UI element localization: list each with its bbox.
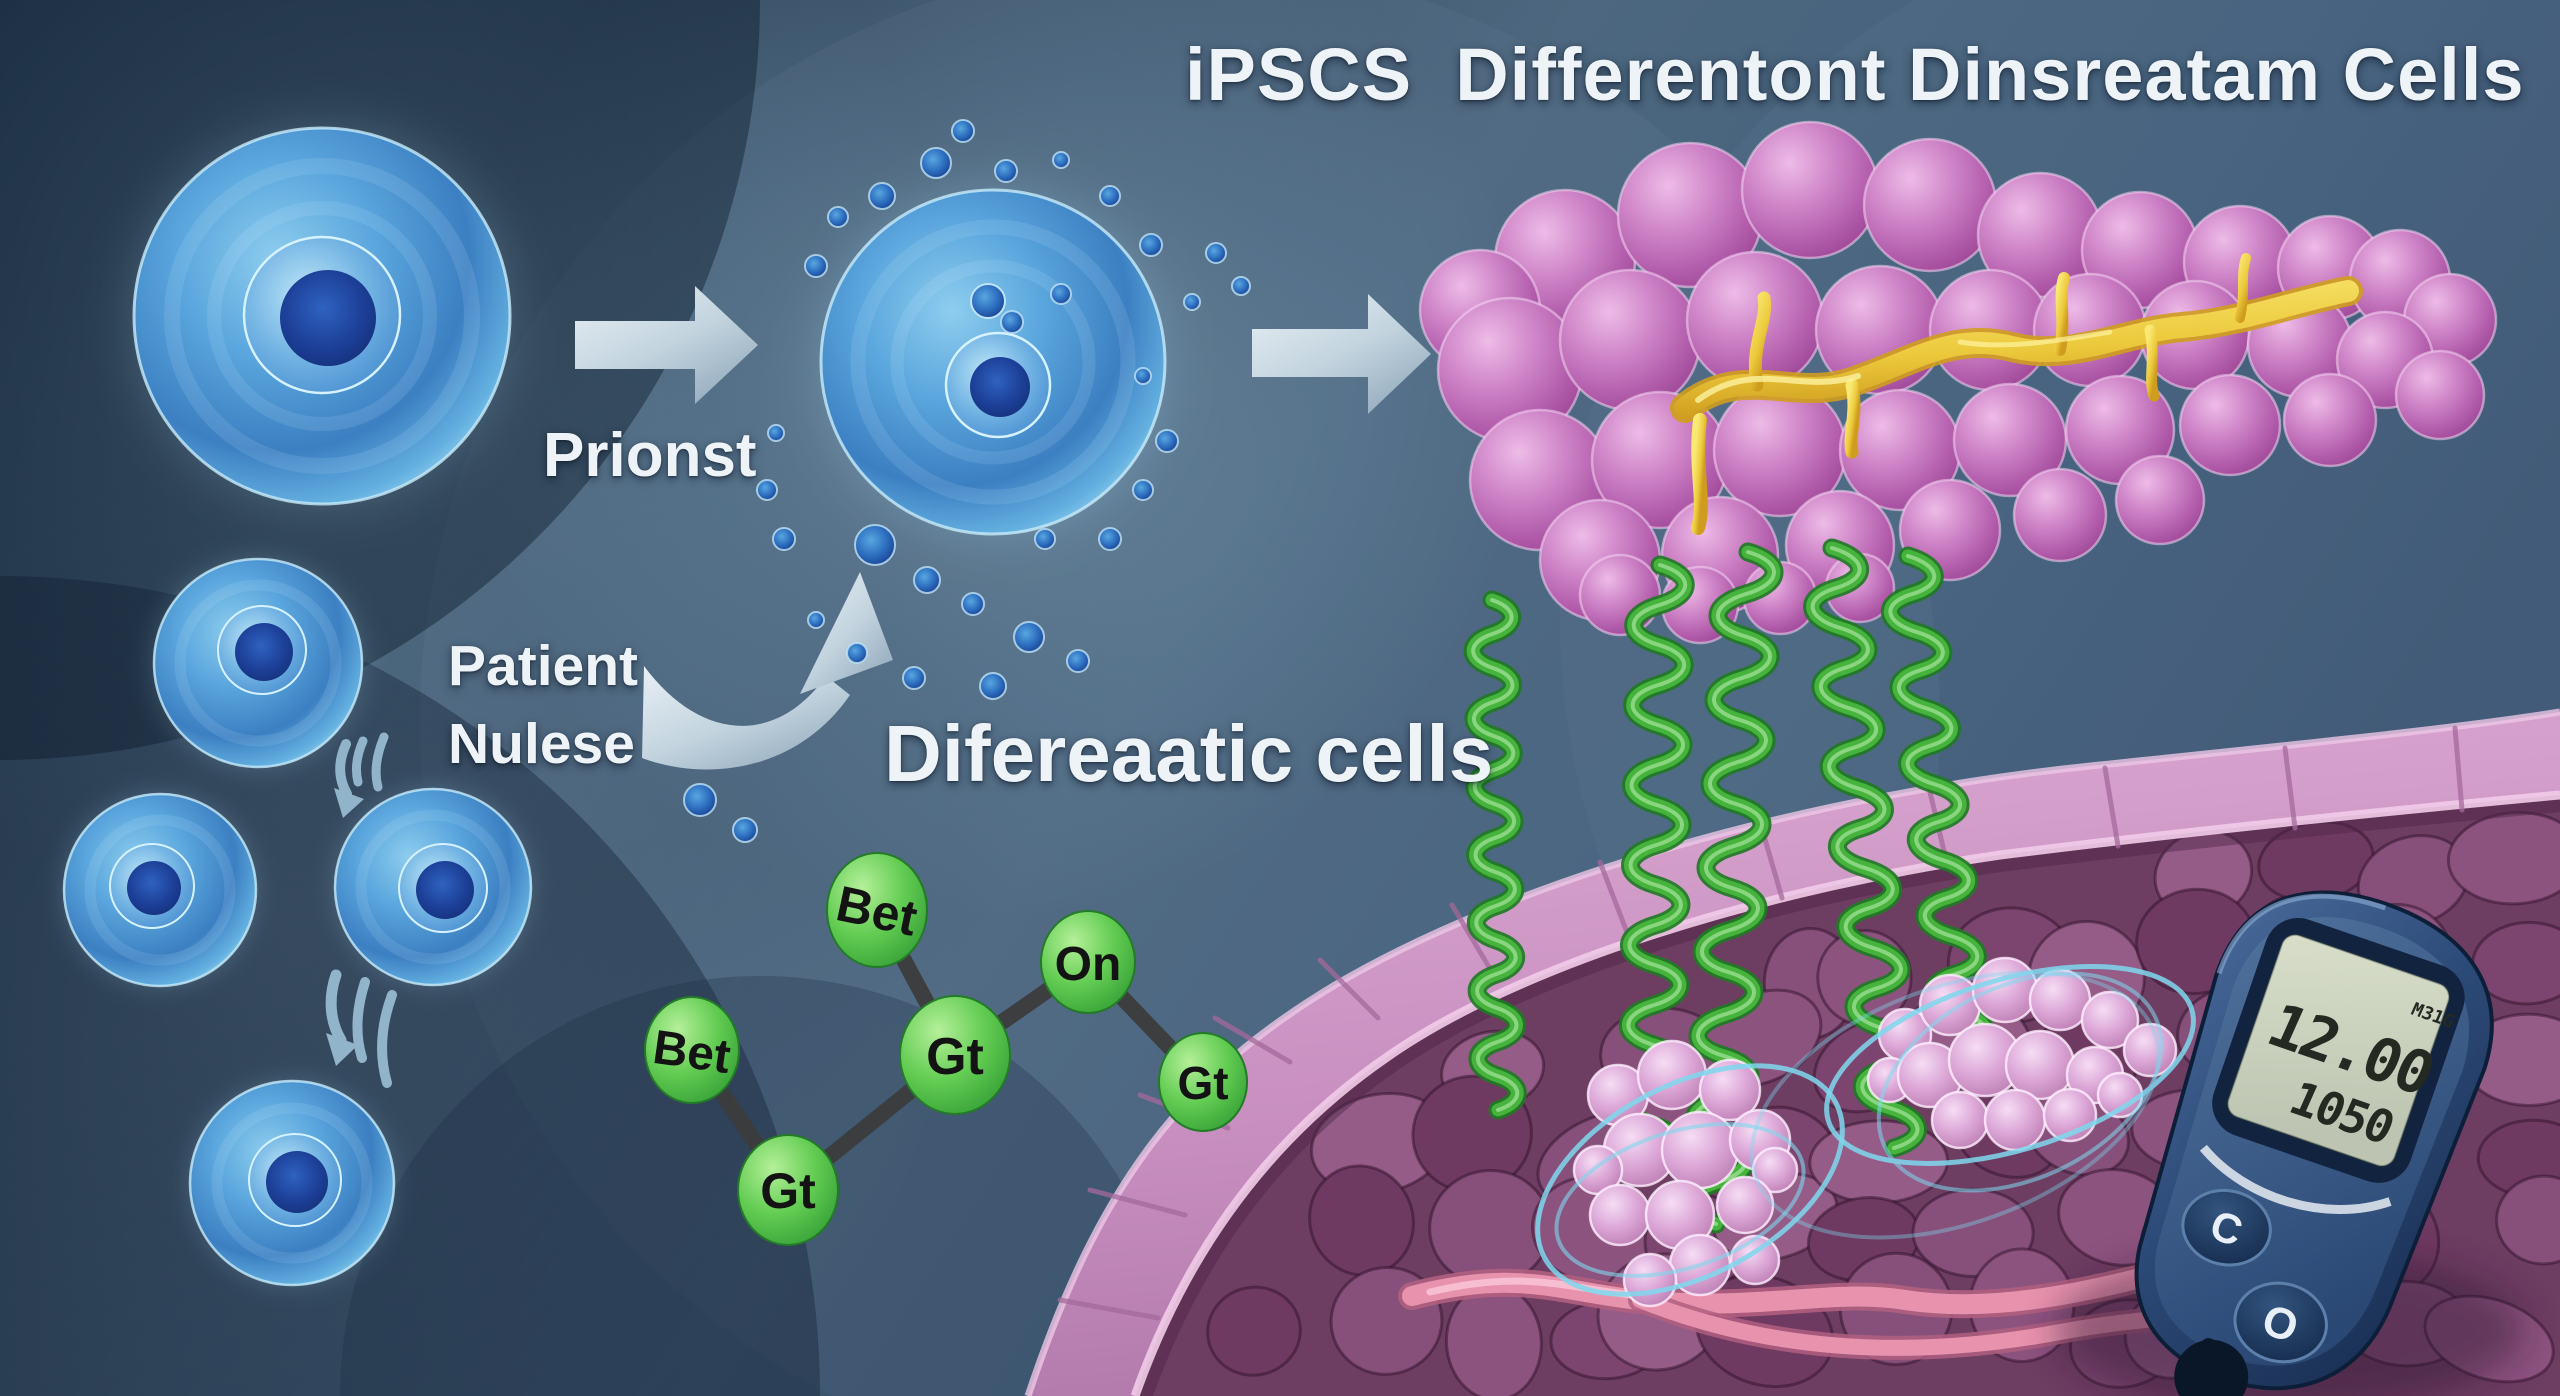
pancreas-illustration [1418, 120, 2498, 645]
stem-cell-large [107, 101, 537, 531]
label-patient-source: Patient Nulese [448, 628, 638, 783]
molecule-node-label: Gt [926, 1028, 984, 1086]
ipsc-satellite-dots [683, 119, 1251, 843]
reprogram-arrow-icon [334, 732, 389, 818]
molecule-node: On [1040, 910, 1136, 1014]
somatic-cell [138, 543, 378, 783]
molecule-node-label: On [1055, 938, 1122, 991]
glucose-meter: M31G 12.00 1050 C O [2134, 890, 2494, 1396]
molecule-node: Bet [826, 852, 928, 968]
somatic-cell [50, 780, 270, 1000]
molecule-node: Gt [737, 1134, 839, 1246]
label-patient-line1: Patient [448, 634, 639, 698]
label-process-step: Prionst [543, 421, 757, 490]
meter-button-c: C [2181, 1188, 2272, 1267]
curved-arrow-icon [642, 572, 893, 770]
molecule-node: Bet [644, 996, 740, 1104]
meter-screen [2226, 933, 2451, 1168]
meter-highlight-band [2199, 1144, 2392, 1214]
molecule-node-label: Bet [650, 1021, 734, 1084]
somatic-cell [321, 775, 545, 999]
meter-strip-port [2174, 1339, 2249, 1396]
label-differentiated-cells: Difereaatic cells [884, 709, 1494, 798]
somatic-cell-group [50, 543, 545, 1299]
islet-cluster-right [1749, 956, 2196, 1240]
somatic-cell [176, 1067, 408, 1299]
label-patient-line2: Nulese [448, 711, 635, 776]
reprogram-arrow-icon [325, 969, 397, 1088]
molecule-diagram: Bet Bet Gt On Gt Gt [644, 852, 1248, 1246]
islet-cluster-left [1535, 1039, 1845, 1308]
arrow-right-icon [1252, 294, 1431, 414]
meter-button-o: O [2233, 1281, 2328, 1364]
wall-segment-lines [1057, 725, 2465, 1321]
molecule-node: Gt [899, 995, 1011, 1115]
molecule-node-label: Gt [760, 1163, 816, 1219]
pancreatic-duct [1670, 253, 2363, 535]
molecule-node: Gt [1158, 1032, 1248, 1132]
molecule-node-label: Gt [1177, 1057, 1228, 1109]
main-title: iPSCS Differentont Dinsreatam Cells [1185, 33, 2525, 116]
vessel-wall [1028, 712, 2560, 1396]
arrow-right-icon [575, 286, 758, 404]
ipsc-cell [683, 119, 1251, 843]
